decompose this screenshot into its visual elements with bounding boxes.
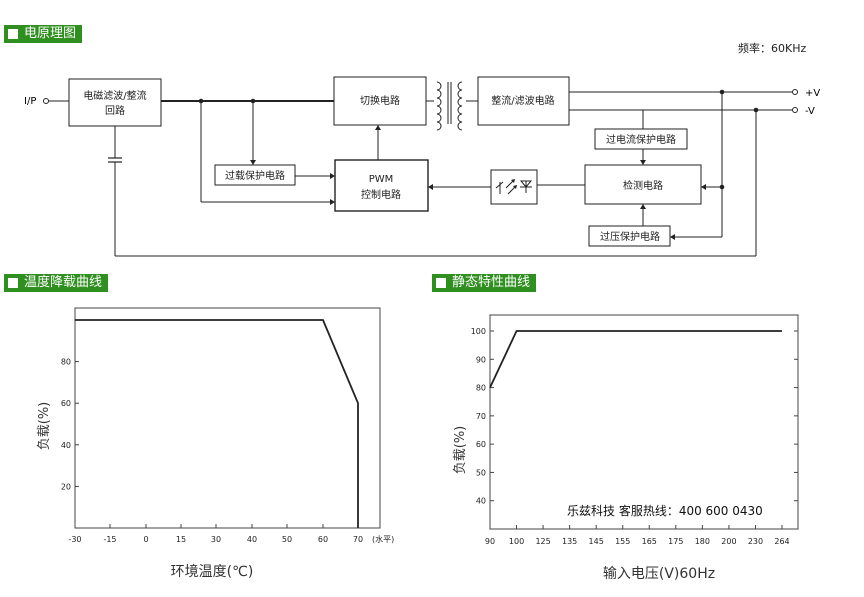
derating-header-label: 温度降载曲线	[24, 275, 103, 290]
static-header: 静态特性曲线	[432, 274, 537, 292]
x-tick-label: -15	[103, 535, 116, 544]
x-tick-label: 30	[211, 535, 221, 544]
square-bullet-icon	[8, 29, 18, 39]
detection-circuit-label: 检测电路	[623, 179, 663, 192]
static-curve	[489, 330, 782, 388]
x-tick-label: 200	[721, 537, 736, 546]
y-tick-label: 60	[61, 399, 71, 408]
x-tick-label: 100	[509, 537, 524, 546]
emi-filter-label-1: 电磁滤波/整流	[83, 89, 146, 102]
x-tick-label: 50	[282, 535, 292, 544]
derating-header: 温度降载曲线	[4, 274, 109, 292]
input-terminal	[43, 98, 49, 104]
switch-circuit-block	[333, 76, 427, 126]
y-tick-label: 80	[61, 358, 71, 367]
x-tick-label: 60	[318, 535, 328, 544]
over-voltage-protection-block	[588, 225, 671, 247]
y-tick-label: 40	[476, 497, 486, 506]
overload-protection-label: 过载保护电路	[225, 169, 285, 182]
circuit-diagram: I/P 电磁滤波/整流 回路 切换电路 整流/滤波电路 +V -V 过电流保护电…	[24, 76, 820, 257]
positive-output-terminal	[792, 89, 798, 95]
emi-filter-block	[68, 78, 162, 127]
x-unit-note: (水平)	[372, 534, 394, 544]
x-tick-label: 90	[485, 537, 495, 546]
x-tick-label: 155	[615, 537, 630, 546]
overload-protection-block	[214, 164, 296, 186]
x-tick-label: 264	[774, 537, 789, 546]
emi-filter-label-2: 回路	[105, 104, 125, 117]
circuit-header: 电原理图	[4, 25, 83, 43]
hotline-annotation: 乐兹科技 客服热线：400 600 0430	[567, 503, 763, 518]
plot-frame	[489, 314, 799, 530]
derating-chart: -30 -15 0 15 30 40 50 60 70 (水平) 20 40 60 80 负载(%) 环境温度…	[37, 307, 394, 580]
pwm-label-2: 控制电路	[361, 188, 401, 201]
x-tick-label: 175	[668, 537, 683, 546]
x-tick-label: -30	[68, 535, 81, 544]
optocoupler-icon	[490, 169, 538, 205]
plot-frame	[74, 307, 381, 529]
pwm-control-block	[334, 159, 429, 212]
derating-curve	[75, 319, 359, 528]
x-tick-label: 70	[353, 535, 363, 544]
negative-output-label: -V	[805, 106, 815, 117]
over-current-protection-label: 过电流保护电路	[606, 133, 676, 146]
y-tick-label: 50	[476, 468, 486, 477]
y-tick-label: 60	[476, 440, 486, 449]
x-tick-label: 15	[176, 535, 186, 544]
x-tick-label: 180	[695, 537, 710, 546]
circuit-header-label: 电原理图	[24, 26, 77, 41]
y-axis-label: 负载(%)	[453, 426, 468, 475]
rectifier-filter-block	[477, 76, 570, 126]
square-bullet-icon	[8, 278, 18, 288]
x-tick-label: 125	[535, 537, 550, 546]
y-tick-label: 100	[471, 327, 486, 336]
x-tick-label: 230	[748, 537, 763, 546]
y-tick-label: 20	[61, 482, 71, 491]
x-axis-label: 输入电压(V)60Hz	[603, 566, 715, 582]
y-tick-label: 80	[476, 384, 486, 393]
switch-circuit-label: 切换电路	[360, 94, 400, 107]
static-header-label: 静态特性曲线	[452, 275, 531, 290]
over-current-protection-block	[594, 128, 688, 150]
x-tick-label: 135	[562, 537, 577, 546]
y-tick-label: 40	[61, 441, 71, 450]
negative-output-terminal	[792, 107, 798, 113]
square-bullet-icon	[436, 278, 446, 288]
x-tick-label: 145	[589, 537, 604, 546]
y-tick-label: 70	[476, 412, 486, 421]
static-chart: 90 100 125 135 145 155 165 175 180 200 230 264 40 50 6…	[453, 314, 799, 582]
x-tick-label: 40	[247, 535, 257, 544]
y-axis-label: 负载(%)	[37, 402, 52, 451]
positive-output-label: +V	[805, 88, 820, 99]
rectifier-filter-label: 整流/滤波电路	[491, 94, 554, 107]
input-label: I/P	[24, 96, 36, 107]
transformer-icon	[426, 81, 478, 131]
x-tick-label: 165	[642, 537, 657, 546]
x-tick-label: 0	[143, 535, 148, 544]
frequency-label: 频率：60KHz	[738, 42, 807, 55]
x-axis-label: 环境温度(℃)	[171, 564, 254, 580]
y-tick-label: 90	[476, 355, 486, 364]
over-voltage-protection-label: 过压保护电路	[600, 230, 660, 243]
pwm-label-1: PWM	[369, 174, 394, 185]
